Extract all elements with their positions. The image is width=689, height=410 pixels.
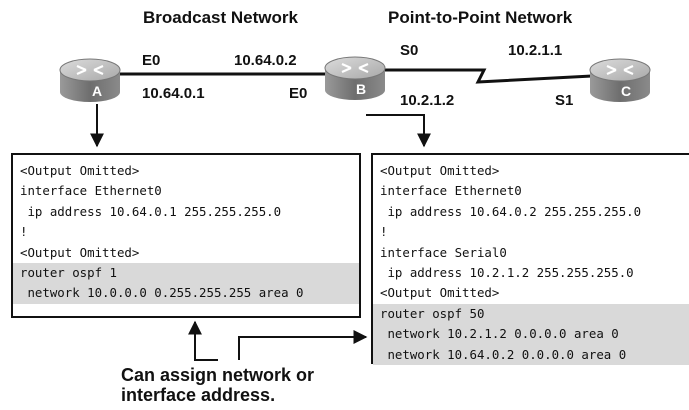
serial-link [382,68,593,84]
router-b-e0-ip-label: 10.64.0.2 [234,52,297,69]
router-b-config-panel: <Output Omitted> interface Ethernet0 ip a… [371,153,689,365]
router-b-s0-ip-label: 10.2.1.2 [400,92,455,109]
router-b-icon [324,56,386,100]
router-a-ip-label: 10.64.0.1 [142,85,205,102]
caption-line-1: Can assign network or [121,365,315,385]
config-line: interface Ethernet0 [380,183,522,199]
config-line: ip address 10.64.0.2 255.255.255.0 [380,203,642,219]
config-line: <Output Omitted> [380,163,500,178]
router-c-icon [589,58,651,102]
config-line: interface Serial0 [380,244,507,260]
router-a-config-panel: <Output Omitted> interface Ethernet0 ip a… [11,153,361,318]
config-line: ip address 10.64.0.1 255.255.255.0 [20,203,282,219]
caption-line-2: interface address. [121,385,276,405]
router-c-s1-label: S1 [555,92,574,109]
caption-arrow-to-config-b [238,330,368,360]
config-line: <Output Omitted> [20,163,140,178]
router-b-e0-label: E0 [289,85,308,102]
config-line: network 10.0.0.0 0.255.255.255 area 0 [13,283,359,304]
config-line: ! [380,224,388,240]
config-line: <Output Omitted> [20,244,140,260]
caption-arrow-to-config-a [188,320,218,361]
config-line: network 10.64.0.2 0.0.0.0 area 0 [373,344,689,365]
caption-text: Can assign network or interface address. [121,365,314,405]
router-c-s1-ip-label: 10.2.1.1 [508,42,563,59]
arrow-b-to-config [366,114,431,148]
router-b-label: B [356,81,366,97]
config-line: ! [20,224,28,240]
router-a-e0-label: E0 [142,52,161,69]
config-line: interface Ethernet0 [20,183,162,199]
config-line: ip address 10.2.1.2 255.255.255.0 [380,264,634,280]
config-line: router ospf 1 [13,262,359,284]
config-line: router ospf 50 [373,303,689,325]
router-b-s0-label: S0 [400,42,419,59]
p2p-network-heading: Point-to-Point Network [388,8,573,27]
broadcast-network-heading: Broadcast Network [143,8,298,27]
router-a-label: A [92,83,102,99]
router-a-icon [59,58,121,102]
config-line: <Output Omitted> [380,285,500,301]
config-line: network 10.2.1.2 0.0.0.0 area 0 [373,324,689,345]
router-c-label: C [621,83,631,99]
